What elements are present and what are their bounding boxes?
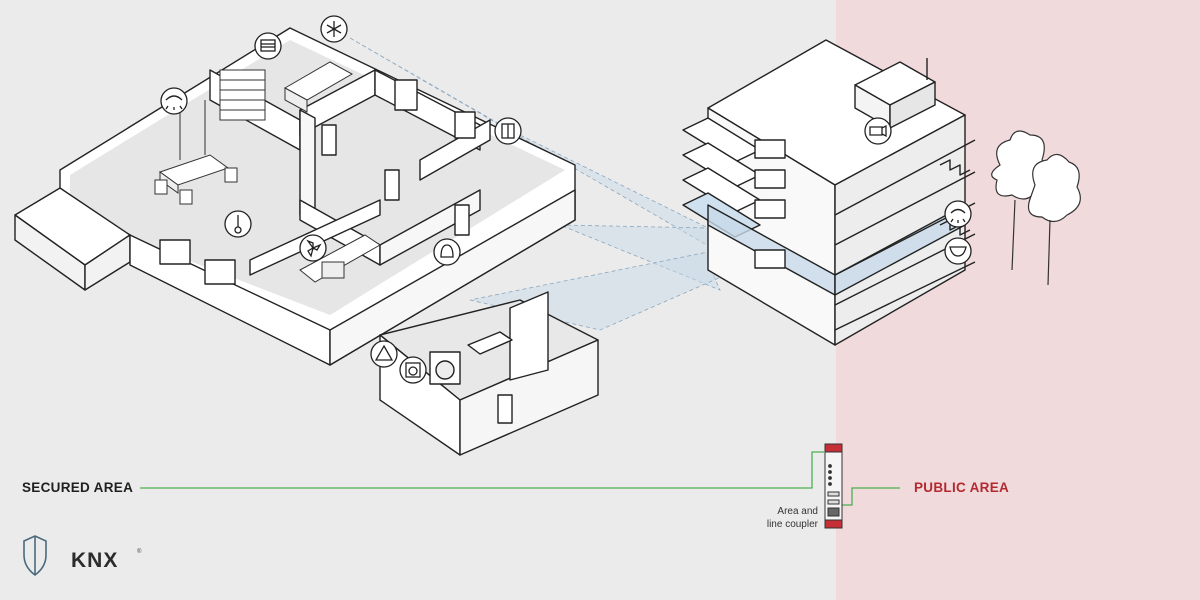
knx-logo: KNX [71, 549, 119, 572]
snowflake-icon [320, 15, 348, 43]
coupler-label: Area and line coupler [740, 505, 818, 531]
shield-icon [23, 535, 47, 576]
coupler-label-line2: line coupler [766, 519, 818, 530]
window-contact-icon [494, 117, 522, 145]
secured-bus-line [140, 451, 824, 489]
blind-icon [254, 32, 282, 60]
fan-icon [299, 234, 327, 262]
trees [991, 130, 1081, 286]
laundry-room [379, 291, 599, 456]
bus-lines [140, 451, 900, 506]
public-area-label: PUBLIC AREA [914, 480, 1010, 495]
area-line-coupler-device [824, 443, 843, 529]
camera-icon [864, 117, 892, 145]
device-icons [160, 15, 972, 384]
knx-registered-mark: ® [137, 549, 142, 555]
secured-area-label: SECURED AREA [22, 480, 134, 495]
thermometer-icon [224, 210, 252, 238]
furniture [154, 61, 381, 283]
coupler-label-line1: Area and [777, 506, 818, 517]
outdoor-light-icon [944, 200, 972, 228]
washing-machine-icon [399, 356, 427, 384]
public-bus-line [842, 487, 900, 506]
warning-icon [370, 340, 398, 368]
smoke-detector-icon [944, 237, 972, 265]
light-icon [160, 87, 188, 115]
bell-icon [433, 238, 461, 266]
